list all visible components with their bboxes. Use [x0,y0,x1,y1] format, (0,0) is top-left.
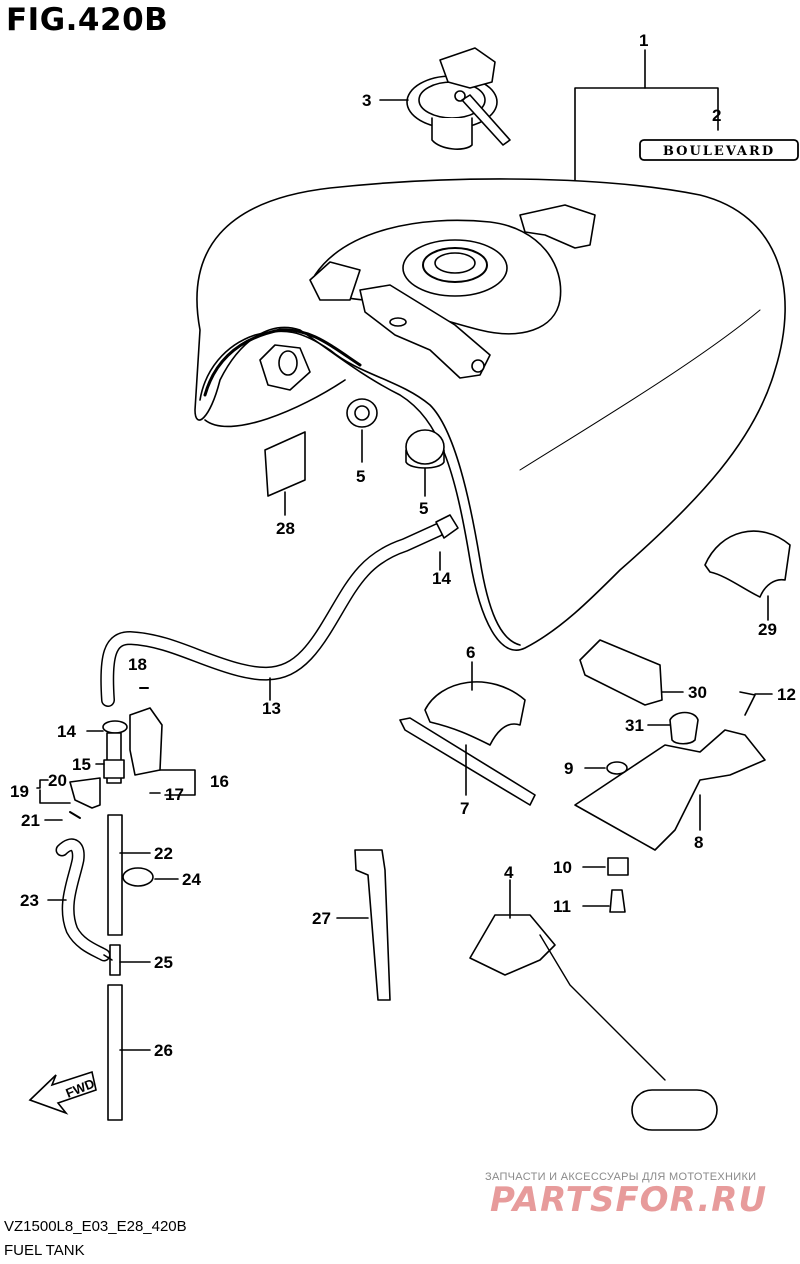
cushion-6 [424,681,526,746]
breather-hose-13 [100,523,445,707]
callout-20: 20 [48,771,67,790]
fuel-cap [406,47,511,150]
callout-5b: 5 [419,499,428,518]
callout-14a: 14 [432,569,451,588]
badge-text: BOULEVARD [663,144,775,159]
callout-2: 2 [712,106,721,125]
washer-9 [606,761,628,775]
fuel-tank [194,178,786,651]
callout-3: 3 [362,91,371,110]
strap-7 [399,717,536,806]
callout-29: 29 [758,620,777,639]
callout-7: 7 [460,799,469,818]
sender-4 [469,914,556,976]
watermark-brand: PARTSFOR.RU [490,1180,768,1220]
callout-5a: 5 [356,467,365,486]
callout-9: 9 [564,759,573,778]
damper-30 [579,639,663,706]
float [631,1089,718,1131]
cushion-31 [669,711,699,745]
callout-4: 4 [504,863,514,882]
callout-14b: 14 [57,722,76,741]
callout-28: 28 [276,519,295,538]
callout-1: 1 [639,31,648,50]
callout-16: 16 [210,772,229,791]
callout-26: 26 [154,1041,173,1060]
callout-11: 11 [553,897,571,916]
callout-6: 6 [466,643,475,662]
callout-30: 30 [688,683,707,702]
bolt-11 [609,889,626,913]
clamp-14-upper [435,514,459,539]
callout-12: 12 [777,685,796,704]
callout-10: 10 [553,858,572,877]
callout-15: 15 [72,755,91,774]
callout-31: 31 [625,716,644,735]
boulevard-badge [639,139,799,161]
fwd-arrow-icon [28,1070,97,1115]
callout-19: 19 [10,782,29,801]
figure-code: VZ1500L8_E03_E28_420B [4,1218,187,1235]
grommet-10 [607,857,629,876]
callout-27: 27 [312,909,331,928]
lower-hose-assembly [55,687,163,1121]
callout-21: 21 [21,811,40,830]
bolt-12 [739,691,756,716]
callout-25: 25 [154,953,173,972]
figure-caption: FUEL TANK [4,1242,85,1259]
figure-title: FIG.420B [6,2,169,38]
watermark-subtitle: ЗАПЧАСТИ И АКСЕССУАРЫ ДЛЯ МОТОТЕХНИКИ [485,1171,757,1183]
callout-8: 8 [694,833,703,852]
tie-27 [354,849,391,1001]
label-28 [264,431,306,497]
plate-8 [574,729,766,851]
callout-17: 17 [165,785,184,804]
callout-22: 22 [154,844,173,863]
callout-23: 23 [20,891,39,910]
callout-13: 13 [262,699,281,718]
callout-18: 18 [128,655,147,674]
callout-24: 24 [182,870,201,889]
cushion-29 [704,530,791,598]
